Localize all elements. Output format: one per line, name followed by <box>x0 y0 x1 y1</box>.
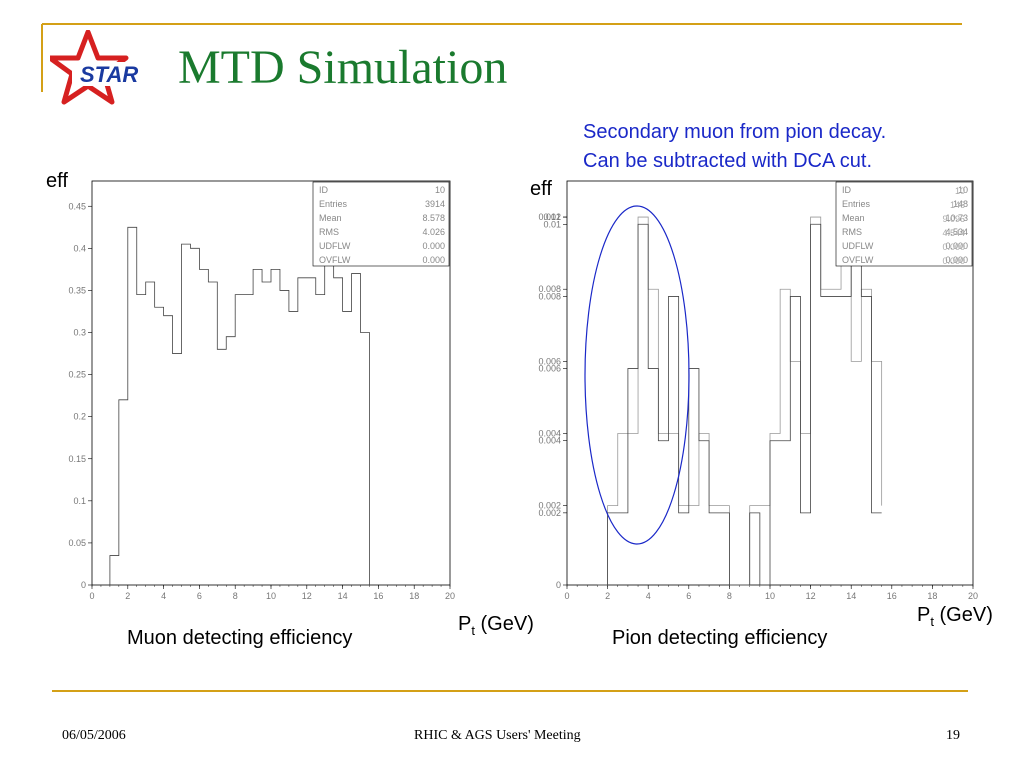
x-tick-label: 16 <box>373 591 383 601</box>
x-tick-label: 10 <box>765 591 775 601</box>
x-tick-label: 12 <box>302 591 312 601</box>
stats-key: RMS <box>842 227 862 237</box>
stats-key: Entries <box>842 199 871 209</box>
y-tick-label: 0.008 <box>538 284 561 294</box>
y-tick-label: 0.002 <box>538 501 561 511</box>
logo-text: STAR <box>80 62 138 87</box>
stats-box <box>835 181 973 267</box>
x-tick-label: 18 <box>927 591 937 601</box>
stats-value-overlay: 0.000 <box>942 242 965 252</box>
x-tick-label: 10 <box>266 591 276 601</box>
stats-value-overlay: 0.000 <box>942 256 965 266</box>
histogram-line <box>597 223 882 586</box>
stats-value: 0.000 <box>422 255 445 265</box>
highlight-ellipse <box>584 205 690 545</box>
footer-meeting: RHIC & AGS Users' Meeting <box>414 728 581 743</box>
x-tick-label: 4 <box>646 591 651 601</box>
annotation-line-2: Can be subtracted with DCA cut. <box>583 150 873 172</box>
x-tick-label: 6 <box>197 591 202 601</box>
stats-key: OVFLW <box>842 255 874 265</box>
y-tick-label: 0.25 <box>68 370 86 380</box>
stats-value: 3914 <box>425 199 445 209</box>
y-tick-label: 0.3 <box>73 328 86 338</box>
y-tick-label: 0.1 <box>73 496 86 506</box>
histogram-line <box>109 226 370 585</box>
stats-key: UDFLW <box>319 241 351 251</box>
x-tick-label: 4 <box>161 591 166 601</box>
x-tick-label: 20 <box>968 591 978 601</box>
stats-key: Mean <box>319 213 342 223</box>
muon-efficiency-chart: 0 2 4 6 8 10 12 14 16 18 20 0 0.05 0.1 0.15 0.2 0.25 0.3 0… <box>68 180 455 601</box>
x-tick-label: 14 <box>846 591 856 601</box>
right-ylabel: eff <box>530 178 552 200</box>
y-tick-label: 0.01 <box>543 212 561 222</box>
annotation-text: Secondary muon from pion decay. Can be s… <box>583 118 886 176</box>
left-ylabel: eff <box>46 170 68 192</box>
x-tick-label: 18 <box>409 591 419 601</box>
stats-key: ID <box>319 185 329 195</box>
stats-key: ID <box>842 185 852 195</box>
stats-key: Mean <box>842 213 865 223</box>
y-tick-label: 0.012 <box>538 212 561 222</box>
stats-value: 0.000 <box>945 255 968 265</box>
stats-value: 4.026 <box>422 227 445 237</box>
y-tick-label: 0.05 <box>68 538 86 548</box>
footer-page-number: 19 <box>946 728 960 743</box>
x-tick-label: 2 <box>605 591 610 601</box>
y-tick-label: 0.004 <box>538 429 561 439</box>
stats-value: 0.000 <box>422 241 445 251</box>
stats-value-overlay: 146 <box>950 200 965 210</box>
y-tick-label: 0.006 <box>538 356 561 366</box>
x-tick-label: 2 <box>125 591 130 601</box>
y-tick-label: 0.45 <box>68 201 86 211</box>
right-xlabel: Pt (GeV) <box>917 604 993 629</box>
x-tick-label: 8 <box>233 591 238 601</box>
y-tick-label: 0.004 <box>538 436 561 446</box>
x-tick-label: 16 <box>887 591 897 601</box>
x-tick-label: 20 <box>445 591 455 601</box>
left-xlabel: Pt (GeV) <box>458 613 534 638</box>
stats-value-overlay: 4.544 <box>942 228 965 238</box>
stats-key: RMS <box>319 227 339 237</box>
stats-value: 8.578 <box>422 213 445 223</box>
y-tick-label: 0 <box>81 580 86 590</box>
x-tick-label: 14 <box>338 591 348 601</box>
y-tick-label: 0.15 <box>68 454 86 464</box>
stats-value: 10 <box>435 185 445 195</box>
y-tick-label: 0.4 <box>73 243 86 253</box>
stats-value: 0.000 <box>945 241 968 251</box>
stats-key: OVFLW <box>319 255 351 265</box>
stats-key: UDFLW <box>842 241 874 251</box>
star-logo-icon: STAR <box>50 30 154 105</box>
stats-value: 10.73 <box>945 213 968 223</box>
x-tick-label: 0 <box>564 591 569 601</box>
x-tick-label: 6 <box>686 591 691 601</box>
stats-value: 148 <box>953 199 968 209</box>
footer-date: 06/05/2006 <box>62 728 126 743</box>
y-tick-label: 0.002 <box>538 508 561 518</box>
y-tick-label: 0.01 <box>543 219 561 229</box>
right-caption: Pion detecting efficiency <box>612 627 828 649</box>
y-tick-label: 0.008 <box>538 291 561 301</box>
stats-value-overlay: 9.096 <box>942 214 965 224</box>
stats-value: 4.534 <box>945 227 968 237</box>
stats-box <box>312 181 450 267</box>
y-tick-label: 0 <box>556 580 561 590</box>
stats-key: Entries <box>319 199 348 209</box>
y-tick-label: 0.35 <box>68 285 86 295</box>
x-tick-label: 8 <box>727 591 732 601</box>
stats-value: 10 <box>958 185 968 195</box>
histogram-overlay-line <box>597 216 883 586</box>
y-tick-label: 0.006 <box>538 364 561 374</box>
y-tick-label: 0.2 <box>73 412 86 422</box>
x-tick-label: 12 <box>806 591 816 601</box>
page-title: MTD Simulation <box>178 41 508 94</box>
left-caption: Muon detecting efficiency <box>127 627 353 649</box>
stats-value-overlay: 10 <box>955 186 965 196</box>
annotation-line-1: Secondary muon from pion decay. <box>583 121 887 143</box>
x-tick-label: 0 <box>89 591 94 601</box>
